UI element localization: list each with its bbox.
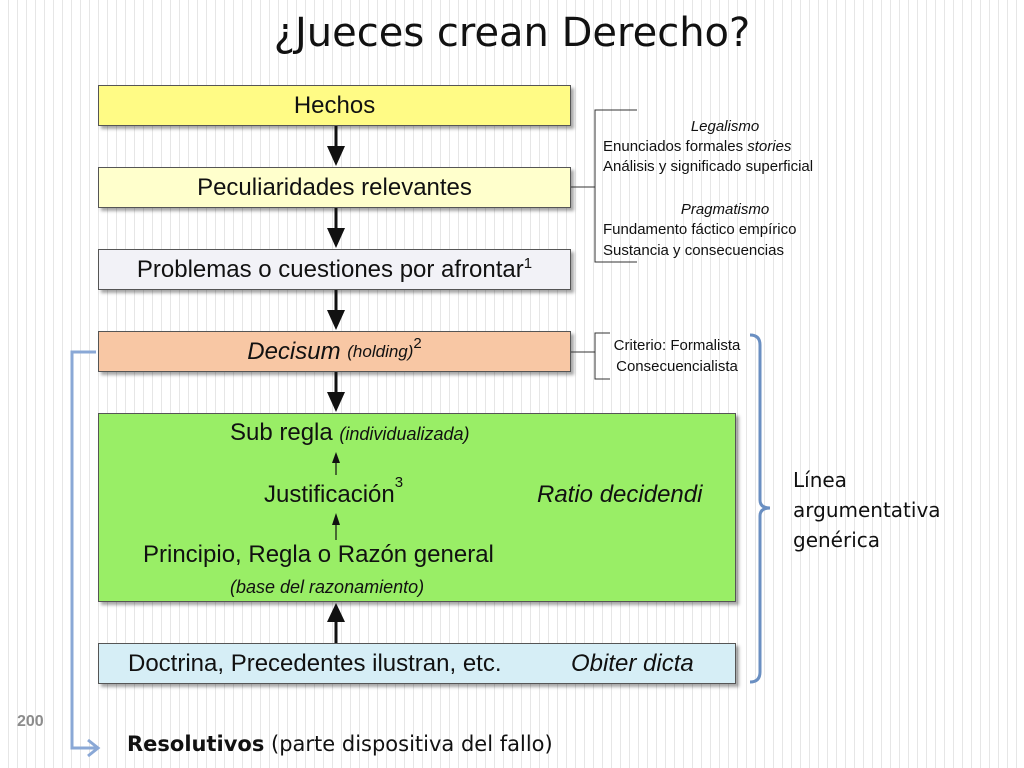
flow-arrow-peculiaridades-problemas — [327, 208, 345, 248]
pragmatismo-line2: Sustancia y consecuencias — [603, 242, 784, 259]
slide-title: ¿Jueces crean Derecho? — [273, 10, 751, 56]
side-note-connector — [571, 109, 637, 263]
hechos-label: Hechos — [293, 91, 376, 119]
decisum-holding: (holding) — [347, 341, 414, 361]
flow-arrow-problemas-decisum — [327, 290, 345, 330]
linea-word-3: genérica — [793, 528, 881, 552]
decisum-label: Decisum — [247, 337, 341, 365]
inner-arrow-principio-justificacion — [332, 513, 340, 540]
footnote-1: 1 — [523, 255, 533, 272]
linea-argumentativa-bracket — [749, 333, 771, 684]
doctrina-label: Doctrina, Precedentes ilustran, etc. — [128, 650, 502, 677]
criterio-line2: Consecuencialista — [616, 358, 738, 375]
linea-word-1: Línea — [793, 468, 847, 492]
justificacion-label: Justificación — [264, 481, 395, 508]
footnote-2: 2 — [413, 335, 422, 352]
peculiaridades-label: Peculiaridades relevantes — [197, 173, 472, 201]
footnote-3: 3 — [394, 474, 404, 491]
pragmatismo-heading: Pragmatismo — [680, 201, 770, 218]
resolutivos-label: Resolutivos (parte dispositiva del fallo… — [127, 732, 553, 756]
principio-label: Principio, Regla o Razón general — [143, 541, 494, 568]
inner-arrow-justificacion-subregla — [332, 452, 340, 475]
resolutivos-bold: Resolutivos — [127, 732, 265, 756]
flow-arrow-hechos-peculiaridades — [327, 126, 345, 166]
ratio-decidendi-box: Sub regla (individualizada) Justificació… — [98, 413, 736, 602]
criterio-line1: Criterio: Formalista — [613, 337, 741, 354]
sub-regla-note: (individualizada) — [339, 424, 470, 444]
base-label: (base del razonamiento) — [230, 577, 425, 597]
peculiaridades-box: Peculiaridades relevantes — [98, 167, 571, 208]
problemas-label: Problemas o cuestiones por afrontar — [136, 255, 524, 283]
doctrina-box: Doctrina, Precedentes ilustran, etc. Obi… — [98, 643, 736, 684]
resolutivos-rest: (parte dispositiva del fallo) — [264, 732, 553, 756]
hechos-box: Hechos — [98, 85, 571, 126]
legalismo-line1-text: Enunciados formales — [603, 138, 744, 155]
legalismo-line2: Análisis y significado superficial — [603, 158, 814, 175]
page-number: 200 — [17, 713, 44, 730]
flow-arrow-decisum-ratio — [327, 372, 345, 412]
linea-argumentativa-label: Línea argumentativa genérica — [793, 465, 941, 555]
linea-word-2: argumentativa — [793, 498, 941, 522]
resolutivos-bracket — [70, 350, 101, 758]
ratio-decidendi-label: Ratio decidendi — [537, 481, 703, 508]
criterio-connector — [571, 332, 610, 380]
decisum-box: Decisum (holding)2 — [98, 331, 571, 372]
legalismo-line1: Enunciados formales stories — [603, 136, 791, 157]
legalismo-heading: Legalismo — [690, 118, 760, 135]
sub-regla-label: Sub regla — [230, 419, 333, 446]
obiter-dicta-label: Obiter dicta — [571, 650, 694, 677]
legalismo-line1-italic: stories — [747, 138, 792, 155]
flow-arrow-doctrina-ratio — [327, 603, 345, 643]
pragmatismo-line1: Fundamento fáctico empírico — [603, 221, 797, 238]
